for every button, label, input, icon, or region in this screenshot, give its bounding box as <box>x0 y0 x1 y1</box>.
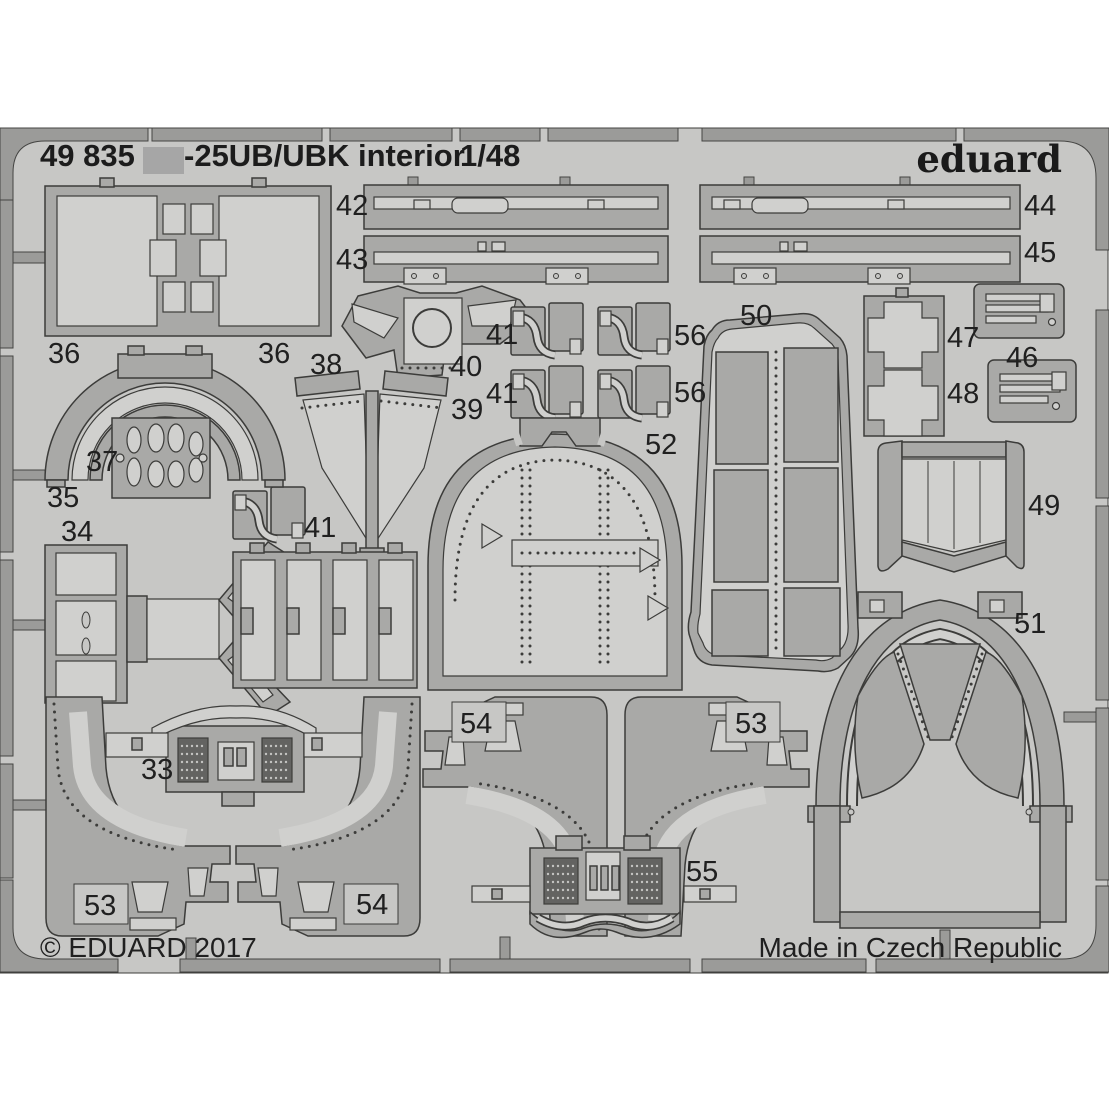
part-number-label: 43 <box>336 244 369 276</box>
part-number-label: 53 <box>735 708 768 740</box>
fret-frame <box>0 127 1109 973</box>
part-37-grips-plate <box>111 417 211 499</box>
made-in-text: Made in Czech Republic <box>758 932 1063 963</box>
scale: 1/48 <box>460 138 521 173</box>
part-44-rail <box>699 184 1021 230</box>
part-45-rail <box>699 235 1021 285</box>
part-number-label: 36 <box>258 338 291 370</box>
part-number-label: 40 <box>450 351 483 383</box>
part-number-label: 50 <box>740 300 773 332</box>
part-43-rail <box>363 235 669 285</box>
part-number-label: 42 <box>336 190 369 222</box>
part-number-label: 48 <box>947 378 980 410</box>
part-number-label: 39 <box>451 394 484 426</box>
catalog-number: 49 835 <box>40 138 135 173</box>
label-notch <box>343 883 399 925</box>
part-number-label: 52 <box>645 429 678 461</box>
part-number-label: 49 <box>1028 490 1061 522</box>
part-number-label: 46 <box>1006 342 1039 374</box>
brand-logo: eduard <box>916 137 1062 181</box>
part-49-seat-panel <box>877 440 1025 573</box>
part-number-label: 56 <box>674 320 707 352</box>
part-number-label: 55 <box>686 856 719 888</box>
part-number-label: 45 <box>1024 237 1057 269</box>
part-number-label: 41 <box>486 378 519 410</box>
part-number-label: 34 <box>61 516 94 548</box>
label-notch <box>725 701 781 743</box>
part-number-label: 56 <box>674 377 707 409</box>
label-notch <box>451 701 507 743</box>
part-55-instrument-panel <box>471 835 737 939</box>
part-number-label: 54 <box>460 708 493 740</box>
redacted-text-box <box>143 147 184 174</box>
part-50-windshield <box>687 312 860 673</box>
part-number-label: 35 <box>47 482 80 514</box>
part-number-label: 44 <box>1024 190 1057 222</box>
part-number-label: 37 <box>86 446 119 478</box>
copyright-text: © EDUARD 2017 <box>40 932 257 963</box>
part-46-belts <box>973 283 1077 423</box>
part-number-label: 38 <box>310 349 343 381</box>
kit-title: -25UB/UBK interior <box>184 138 465 173</box>
part-number-label: 51 <box>1014 608 1047 640</box>
part-52-bulkhead <box>427 417 683 691</box>
part-40-gunsight <box>341 285 536 379</box>
part-number-label: 41 <box>304 512 337 544</box>
part-number-label: 33 <box>141 754 174 786</box>
label-notch <box>73 883 129 925</box>
part-number-label: 53 <box>84 890 117 922</box>
side-console-strips <box>232 542 418 689</box>
part-number-label: 36 <box>48 338 81 370</box>
part-47-48-mounts <box>863 287 945 437</box>
part-42-rail <box>363 184 669 230</box>
part-51-canopy-frame <box>807 591 1073 929</box>
part-36-panels <box>44 177 332 337</box>
part-33-instrument-panel <box>105 705 363 807</box>
part-number-label: 54 <box>356 889 389 921</box>
part-number-label: 47 <box>947 322 980 354</box>
part-number-label: 41 <box>486 319 519 351</box>
